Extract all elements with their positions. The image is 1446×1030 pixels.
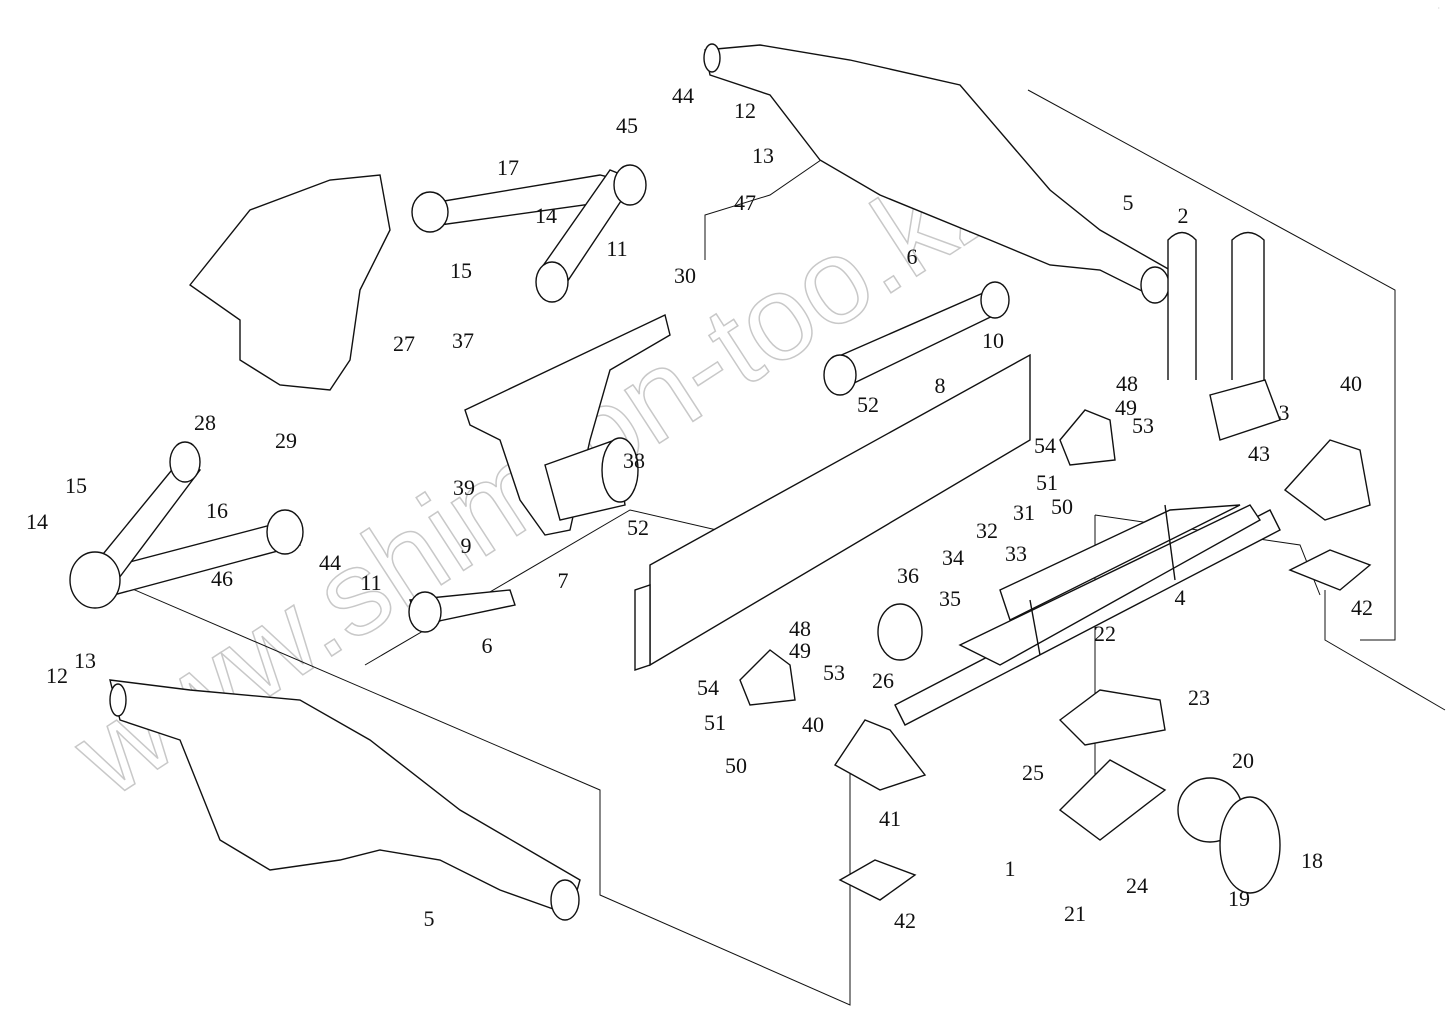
callout-50: 50 <box>725 753 747 778</box>
callout-49: 49 <box>1115 395 1137 420</box>
callout-44: 44 <box>319 550 341 575</box>
hanger-brackets <box>739 409 1372 901</box>
callout-40: 40 <box>1340 371 1362 396</box>
callout-48: 48 <box>789 616 811 641</box>
callout-3: 3 <box>1279 400 1290 425</box>
callout-35: 35 <box>939 586 961 611</box>
callout-37: 37 <box>452 328 474 353</box>
callout-26: 26 <box>872 668 894 693</box>
rear-axle-top <box>703 43 1171 304</box>
callout-20: 20 <box>1232 748 1254 773</box>
callout-25: 25 <box>1022 760 1044 785</box>
callout-41: 41 <box>879 806 901 831</box>
callout-42: 42 <box>1351 595 1373 620</box>
callout-51: 51 <box>704 710 726 735</box>
corner-mark: · <box>1437 4 1440 13</box>
callout-50: 50 <box>1051 494 1073 519</box>
callout-12: 12 <box>46 663 68 688</box>
callout-22: 22 <box>1094 621 1116 646</box>
callout-52: 52 <box>627 515 649 540</box>
callout-21: 21 <box>1064 901 1086 926</box>
callout-54: 54 <box>697 675 719 700</box>
callout-31: 31 <box>1013 500 1035 525</box>
callout-28: 28 <box>194 410 216 435</box>
callout-54: 54 <box>1034 433 1056 458</box>
trunnion-bracket <box>464 314 671 536</box>
callout-44: 44 <box>672 83 694 108</box>
callout-24: 24 <box>1126 873 1148 898</box>
torque-rods <box>69 164 1010 633</box>
callout-15: 15 <box>65 473 87 498</box>
callout-7: 7 <box>558 568 569 593</box>
frame-rail <box>634 353 1031 671</box>
callout-14: 14 <box>26 509 48 534</box>
callout-38: 38 <box>623 448 645 473</box>
callout-33: 33 <box>1005 541 1027 566</box>
callout-42: 42 <box>894 908 916 933</box>
callout-4: 4 <box>1175 585 1186 610</box>
callout-52: 52 <box>857 392 879 417</box>
callout-51: 51 <box>1036 470 1058 495</box>
u-bolts <box>1167 231 1281 441</box>
callout-5: 5 <box>424 906 435 931</box>
callout-32: 32 <box>976 518 998 543</box>
callout-13: 13 <box>74 648 96 673</box>
callout-48: 48 <box>1116 371 1138 396</box>
callout-13: 13 <box>752 143 774 168</box>
callout-8: 8 <box>935 373 946 398</box>
callout-11: 11 <box>606 236 627 261</box>
front-axle-bottom <box>109 679 581 921</box>
callout-34: 34 <box>942 545 964 570</box>
callout-19: 19 <box>1228 886 1250 911</box>
callout-2: 2 <box>1178 203 1189 228</box>
callout-45: 45 <box>616 113 638 138</box>
callout-11: 11 <box>360 570 381 595</box>
callout-5: 5 <box>1123 190 1134 215</box>
callout-23: 23 <box>1188 685 1210 710</box>
callout-12: 12 <box>734 98 756 123</box>
callout-40: 40 <box>802 712 824 737</box>
callout-49: 49 <box>789 638 811 663</box>
callout-27: 27 <box>393 331 415 356</box>
callout-6: 6 <box>907 244 918 269</box>
spring-seat <box>877 603 1281 894</box>
callout-39: 39 <box>453 475 475 500</box>
callout-17: 17 <box>497 155 519 180</box>
callout-15: 15 <box>450 258 472 283</box>
callout-53: 53 <box>823 660 845 685</box>
callout-18: 18 <box>1301 848 1323 873</box>
callout-36: 36 <box>897 563 919 588</box>
callout-53: 53 <box>1132 413 1154 438</box>
callout-6: 6 <box>482 633 493 658</box>
leaf-spring <box>894 504 1281 726</box>
callout-14: 14 <box>535 203 557 228</box>
callout-46: 46 <box>211 566 233 591</box>
callout-43: 43 <box>1248 441 1270 466</box>
callout-16: 16 <box>206 498 228 523</box>
callout-10: 10 <box>982 328 1004 353</box>
frame-bracket-left <box>188 174 391 391</box>
callout-1: 1 <box>1005 856 1016 881</box>
callout-9: 9 <box>461 533 472 558</box>
callout-47: 47 <box>734 190 756 215</box>
callout-30: 30 <box>674 263 696 288</box>
callout-29: 29 <box>275 428 297 453</box>
